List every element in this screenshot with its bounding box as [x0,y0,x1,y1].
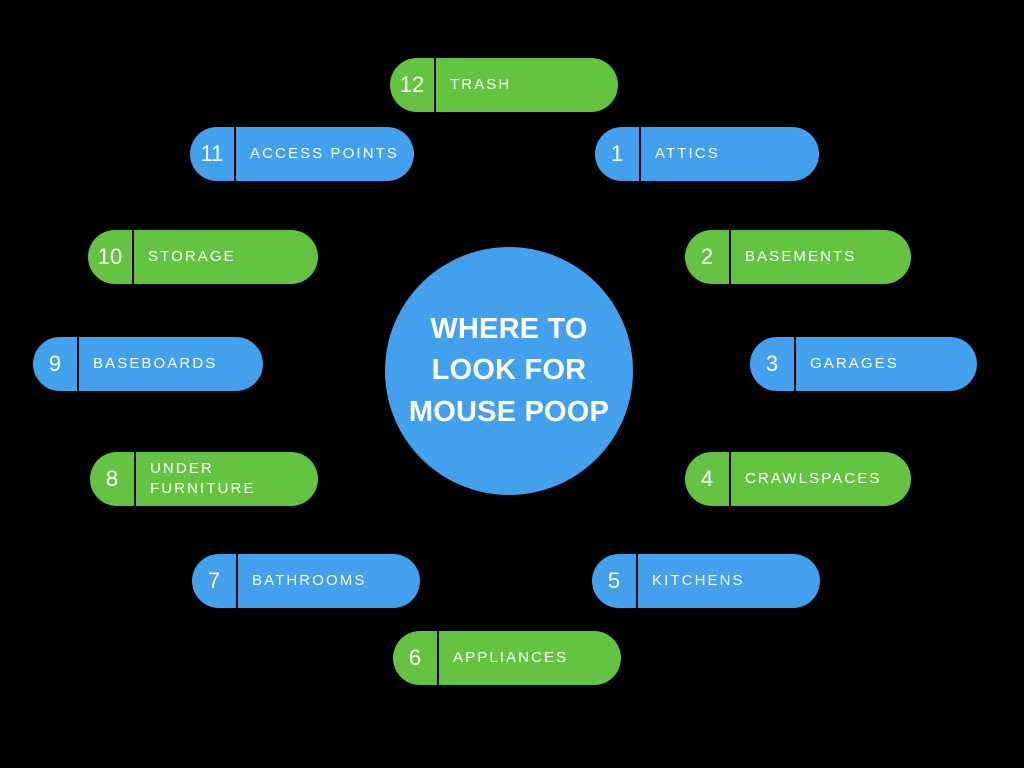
item-label-7: BATHROOMS [252,571,367,589]
item-number-1: 1 [610,141,624,166]
item-label-5: KITCHENS [652,571,745,589]
item-label-10: STORAGE [148,247,236,265]
pill-divider-8 [134,452,136,506]
item-number-8: 8 [105,466,119,491]
item-label-11: ACCESS POINTS [250,144,399,162]
item-pill-7[interactable]: 7 BATHROOMS [192,554,420,608]
item-number-4: 4 [700,466,714,491]
item-label-2: BASEMENTS [745,247,857,265]
pill-divider-4 [729,452,731,506]
item-pill-5[interactable]: 5 KITCHENS [592,554,820,608]
item-number-6: 6 [408,645,422,670]
pill-divider-5 [636,554,638,608]
item-pill-6[interactable]: 6 APPLIANCES [393,631,621,685]
item-label-4: CRAWLSPACES [745,469,882,487]
pill-divider-6 [437,631,439,685]
item-number-11: 11 [200,141,224,166]
item-number-9: 9 [48,351,62,376]
pill-divider-9 [77,337,79,391]
item-pill-3[interactable]: 3 GARAGES [750,337,977,391]
item-number-5: 5 [607,568,621,593]
item-pill-2[interactable]: 2 BASEMENTS [685,230,911,284]
item-number-2: 2 [700,244,714,269]
item-label-3: GARAGES [810,354,899,372]
item-number-12: 12 [399,72,425,97]
item-pill-12[interactable]: 12 TRASH [390,58,618,112]
pill-divider-10 [132,230,134,284]
item-pill-11[interactable]: 11 ACCESS POINTS [190,127,414,181]
item-pill-8[interactable]: 8 UNDER FURNITURE [90,452,318,506]
pill-divider-3 [794,337,796,391]
pill-divider-12 [434,58,436,112]
item-pill-4[interactable]: 4 CRAWLSPACES [685,452,911,506]
item-number-10: 10 [97,244,123,269]
item-label-8: UNDER FURNITURE [150,459,256,497]
pill-divider-7 [236,554,238,608]
pill-divider-2 [729,230,731,284]
item-label-1: ATTICS [655,144,720,162]
item-label-6: APPLIANCES [453,648,569,666]
item-number-7: 7 [207,568,221,593]
pill-divider-11 [234,127,236,181]
item-number-3: 3 [765,351,779,376]
item-pill-9[interactable]: 9 BASEBOARDS [33,337,263,391]
item-pill-1[interactable]: 1 ATTICS [595,127,819,181]
item-pill-10[interactable]: 10 STORAGE [88,230,318,284]
pill-divider-1 [639,127,641,181]
center-circle: WHERE TO LOOK FOR MOUSE POOP [385,247,633,495]
item-label-9: BASEBOARDS [93,354,218,372]
page-title: WHERE TO LOOK FOR MOUSE POOP [408,313,610,428]
item-label-12: TRASH [450,75,512,93]
